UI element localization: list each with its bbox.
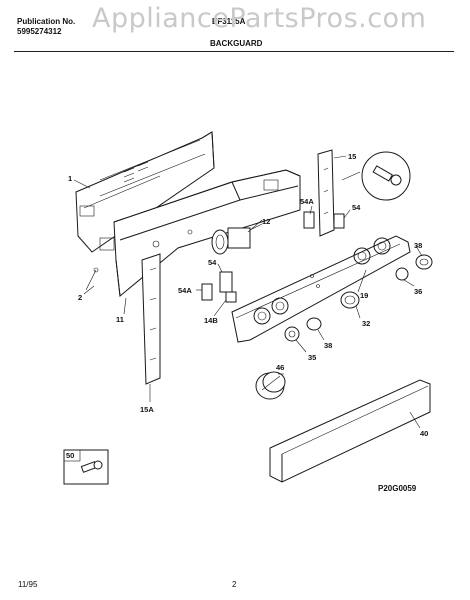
model-number: EF3115A	[212, 17, 246, 26]
backguard-shell	[113, 169, 301, 297]
callout-label: 46	[276, 363, 284, 372]
control-panel	[231, 235, 411, 343]
watermark: AppliancePartsPros.com	[92, 3, 427, 34]
large-knob	[255, 371, 286, 400]
callout-label: 50	[66, 451, 74, 460]
callout-label: 15	[348, 152, 356, 161]
callout-label: 32	[362, 319, 370, 328]
page-number: 2	[232, 580, 237, 589]
callout-label: 36	[414, 287, 422, 296]
revision-date: 11/95	[18, 580, 38, 589]
callout-label: 35	[308, 353, 316, 362]
callout-label: 38	[414, 241, 422, 250]
right-end-bracket	[303, 149, 345, 237]
section-title: BACKGUARD	[210, 39, 263, 48]
callout-label: 14B	[204, 316, 218, 325]
callout-label: 2	[78, 293, 82, 302]
callout-label: 15A	[140, 405, 154, 414]
rear-panel	[75, 131, 215, 291]
diagram-code: P20G0059	[378, 484, 417, 493]
callout-label: 12	[262, 217, 270, 226]
switch-mounts	[201, 271, 237, 303]
callout-label: 19	[360, 291, 368, 300]
callout-label: 38	[324, 341, 332, 350]
callout-label: 11	[116, 315, 124, 324]
clock-timer	[211, 223, 263, 255]
callout-labels: 1 2 11 12 15 54A 54 54 54A 14B 15A 38 36…	[66, 152, 428, 460]
callout-label: 54	[352, 203, 361, 212]
callout-label: 54A	[300, 197, 314, 206]
leader-lines	[73, 155, 423, 429]
callout-label: 1	[68, 174, 72, 183]
callout-label: 40	[420, 429, 428, 438]
left-end-bracket	[141, 253, 161, 385]
trim-strip	[269, 379, 431, 483]
header-divider	[14, 51, 454, 52]
publication-label: Publication No.	[17, 17, 76, 26]
screw-detail	[361, 151, 411, 201]
callout-label: 54	[208, 258, 217, 267]
screw-inset	[63, 449, 109, 485]
publication-number: 5995274312	[17, 27, 62, 36]
control-knobs	[284, 254, 433, 342]
callout-label: 54A	[178, 286, 192, 295]
